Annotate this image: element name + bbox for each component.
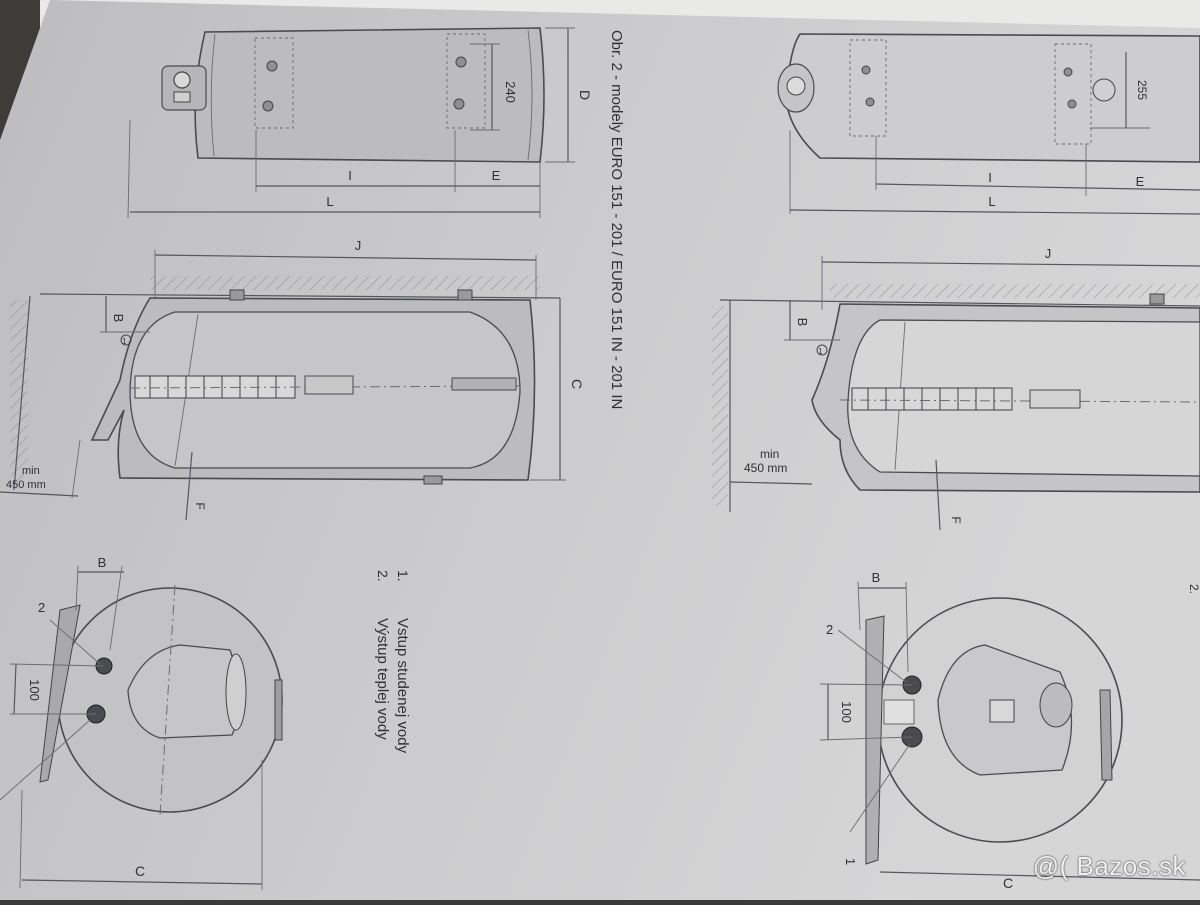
dim-B-side-left: B <box>111 314 126 323</box>
dim-240-left: 240 <box>503 81 518 103</box>
dim-L-right: L <box>988 194 995 209</box>
figure-caption: Obr. 2 - modely EURO 151 - 201 / EURO 15… <box>608 30 625 409</box>
left-round-view <box>0 565 283 890</box>
left-side-section <box>0 250 566 521</box>
left-front-view <box>127 27 575 219</box>
right-round-view <box>819 581 1200 881</box>
dim-C-round-right: C <box>1003 875 1013 891</box>
dim-J-left: J <box>355 238 362 253</box>
dim-J-right: J <box>1045 246 1052 261</box>
dim-B-round-left: B <box>98 555 107 570</box>
dim-C-side-left: C <box>569 379 585 389</box>
legend-item1-number: 1. <box>395 570 411 582</box>
dim-F-right: F <box>949 516 963 523</box>
min-value-left: 450 mm <box>6 479 46 491</box>
right-front-view <box>777 33 1200 215</box>
dim-C-round-left: C <box>135 863 145 879</box>
callout-2-left: 2 <box>38 600 45 615</box>
callout-2-right: 2 <box>826 622 833 637</box>
dim-E-left: E <box>492 168 501 183</box>
right-side-section <box>712 256 1200 531</box>
legend-item2-number: 2. <box>375 570 391 582</box>
dim-B-side-right: B <box>795 318 810 327</box>
dim-100-right: 100 <box>839 701 854 723</box>
bazos-watermark: @( Bazos.sk <box>1032 851 1186 881</box>
corner-number-right: 2. <box>1187 584 1200 594</box>
dim-B-round-right: B <box>872 570 881 585</box>
min-label-right: min <box>760 447 779 461</box>
min-label-left: min <box>22 465 40 477</box>
legend-item1-text: Vstup studenej vody <box>394 618 411 754</box>
min-value-right: 450 mm <box>744 461 787 475</box>
dim-F-left: F <box>193 502 207 509</box>
dim-100-left: 100 <box>27 679 42 701</box>
marker-1-left: 1 <box>122 337 127 346</box>
callout-1-right: 1 <box>843 858 858 865</box>
dim-L-left: L <box>326 194 333 209</box>
dim-255-right: 255 <box>1135 80 1149 100</box>
dim-I-left: I <box>348 168 352 183</box>
dim-D-left: D <box>577 90 593 100</box>
dim-I-right: I <box>988 170 992 185</box>
dim-E-right: E <box>1136 174 1145 189</box>
legend-item2-text: Výstup teplej vody <box>374 618 391 740</box>
marker-1-right: 1 <box>818 347 823 356</box>
